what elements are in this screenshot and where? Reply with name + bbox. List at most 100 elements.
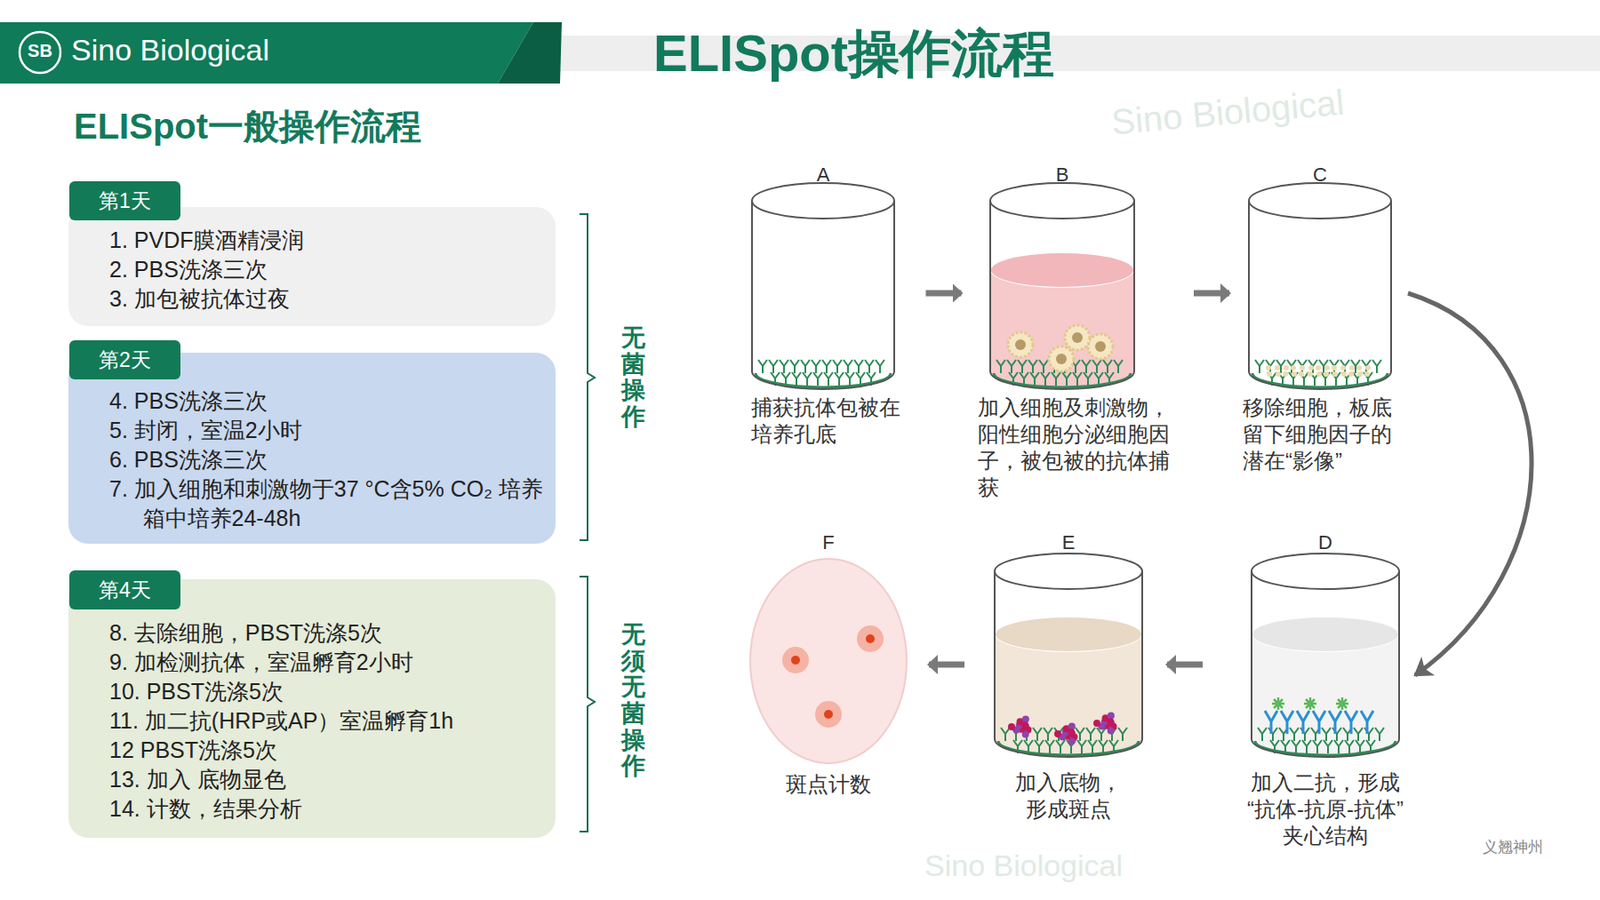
step-item: 11. 加二抗(HRP或AP）室温孵育1h <box>109 706 544 736</box>
step-item: 5. 封闭，室温2小时 <box>109 416 544 446</box>
well-liquid <box>1251 634 1400 758</box>
capture-antibody <box>1372 360 1382 374</box>
panel-letter: D <box>1312 529 1339 557</box>
header-bar <box>0 22 534 84</box>
cytokine <box>1365 365 1371 371</box>
logo-name: Sino Biological <box>71 32 270 68</box>
panel-letter: C <box>1306 161 1334 189</box>
detection-antibody <box>1280 711 1294 735</box>
capture-antibody <box>1109 740 1119 754</box>
spot-precipitate <box>1008 723 1016 731</box>
capture-antibody <box>1062 372 1072 386</box>
capture-antibody <box>1086 728 1096 742</box>
well-rim <box>994 553 1143 590</box>
capture-antibody <box>1028 360 1038 374</box>
well-rim <box>752 183 895 219</box>
bracket-label: 无菌操作 <box>621 325 646 432</box>
well-caption: 移除细胞，板底留下细胞因子的潜在“影像” <box>1242 394 1401 475</box>
capture-antibody <box>1007 360 1016 374</box>
capture-antibody <box>1361 360 1371 374</box>
cytokine <box>1265 365 1272 371</box>
cytokine <box>1356 365 1362 371</box>
secondary-antibody <box>1272 697 1285 711</box>
spacer <box>1244 556 1407 770</box>
liquid-surface <box>1252 617 1399 652</box>
spacer <box>751 188 910 395</box>
capture-antibody <box>1040 372 1050 386</box>
well-body <box>1251 571 1400 758</box>
capture-antibody <box>1297 360 1307 374</box>
capture-antibody <box>758 360 768 374</box>
panel-letter: E <box>1055 529 1082 557</box>
culture-well <box>752 183 895 390</box>
spot-halo <box>815 701 842 728</box>
capture-antibody <box>1344 740 1354 754</box>
capture-antibody <box>802 372 812 386</box>
capture-antibody <box>1043 728 1053 742</box>
flow-arrow <box>1408 293 1532 676</box>
logo-mark: SB <box>20 40 60 62</box>
detection-antibody <box>1360 711 1374 735</box>
capture-antibody <box>1312 740 1322 754</box>
capture-antibody <box>845 372 855 386</box>
capture-antibody <box>1094 372 1104 386</box>
capture-antibody <box>856 372 865 386</box>
capture-antibody <box>875 360 885 374</box>
capture-antibody <box>1353 728 1363 742</box>
step-item: 12 PBST洗涤5次 <box>109 736 544 766</box>
capture-antibody <box>781 372 791 386</box>
flow-arrow <box>1167 662 1203 669</box>
step-item: 7. 加入细胞和刺激物于37 °C含5% CO₂ 培养箱中培养24-48h <box>109 474 544 534</box>
cytokine <box>1357 371 1363 377</box>
cell-nucleus <box>1095 341 1106 352</box>
cytokine <box>1315 365 1321 371</box>
capture-antibody <box>768 360 778 374</box>
capture-antibody <box>1017 360 1027 374</box>
well-wall <box>990 200 1135 390</box>
well-wall <box>752 200 895 390</box>
capture-antibody <box>1107 728 1117 742</box>
capture-antibody <box>1375 728 1384 742</box>
well-caption: 加入二抗，形成“抗体-抗原-抗体”夹心结构 <box>1244 769 1407 850</box>
culture-well <box>1251 553 1400 758</box>
capture-antibody <box>1092 360 1102 374</box>
cytokine <box>1341 371 1347 377</box>
capture-antibody <box>832 360 842 374</box>
capture-antibody <box>1366 740 1376 754</box>
assay-well: D 加入二抗，形成“抗体-抗原-抗体”夹心结构 <box>1244 529 1407 850</box>
capture-antibody <box>811 360 821 374</box>
flow-arrow <box>926 290 962 297</box>
cytokine <box>1291 371 1297 377</box>
well-caption: 加入细胞及刺激物，阳性细胞分泌细胞因子，被包被的抗体捕获 <box>977 394 1181 502</box>
day-tab: 第4天 <box>69 570 181 610</box>
assay-well: C 移除细胞，板底留下细胞因子的潜在“影像” <box>1242 161 1401 475</box>
spot-precipitate <box>1107 712 1115 720</box>
spot-precipitate <box>1021 721 1029 729</box>
day-tab: 第1天 <box>69 181 181 221</box>
well-wall <box>1251 571 1400 758</box>
step-item: 1. PVDF膜酒精浸润 <box>109 225 544 256</box>
capture-antibody <box>1320 372 1330 386</box>
capture-antibody <box>1257 728 1267 742</box>
spacer <box>775 556 882 772</box>
cell-nucleus <box>1015 339 1026 351</box>
capture-antibody <box>1355 740 1365 754</box>
flow-arrow <box>1193 290 1230 297</box>
step-item: 6. PBS洗涤三次 <box>109 445 544 475</box>
spot-precipitate <box>1067 728 1075 736</box>
cytokine <box>1332 371 1338 377</box>
culture-well <box>990 183 1135 390</box>
watermark: Sino Biological <box>924 848 1123 884</box>
capture-antibody <box>1077 740 1087 754</box>
well-rim <box>990 183 1135 219</box>
cytokine <box>1307 371 1313 377</box>
bracket <box>579 576 595 832</box>
capture-antibody <box>1289 728 1299 742</box>
cytokine <box>1349 365 1355 371</box>
spot-core <box>865 634 875 644</box>
panel-letter: F <box>815 529 842 557</box>
capture-antibody <box>1113 360 1123 374</box>
capture-antibody <box>1340 360 1350 374</box>
footer-note: 义翘神州 <box>1482 837 1544 858</box>
well-caption: 加入底物，形成斑点 <box>1011 769 1126 824</box>
